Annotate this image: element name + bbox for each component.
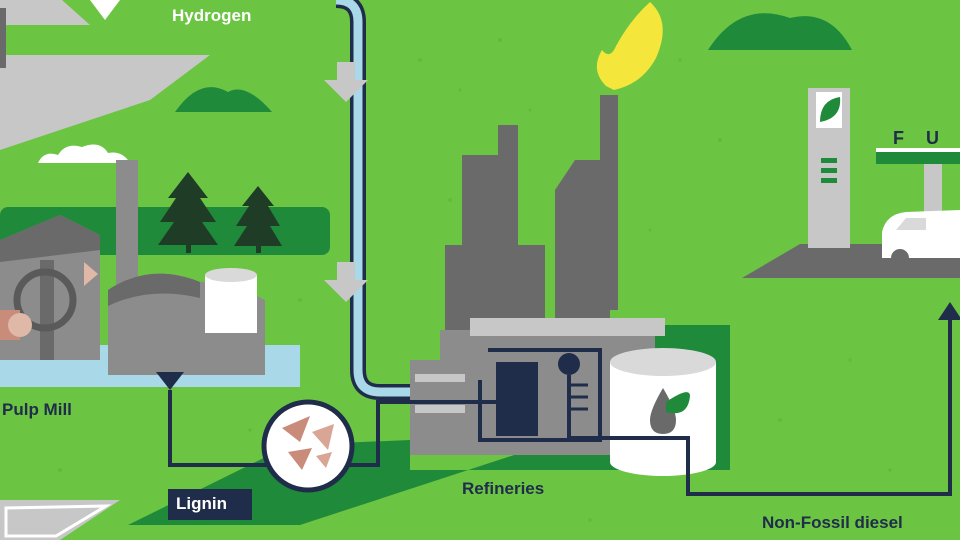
hill-left <box>175 87 272 112</box>
fuel-station <box>742 88 960 278</box>
refinery <box>410 2 665 455</box>
arrow-up-icon <box>938 302 960 320</box>
label-lignin: Lignin <box>176 494 227 513</box>
lignin-flow <box>156 372 500 493</box>
flame-icon <box>596 2 663 90</box>
leaf-drop-icon <box>650 388 676 434</box>
hill-right <box>708 13 852 50</box>
hydrogen-pipe <box>335 0 480 400</box>
ground-texture <box>58 38 892 522</box>
tree-icon <box>158 172 218 253</box>
mill-tank <box>205 275 257 333</box>
road-bottom-left <box>0 500 120 540</box>
arrow-down-icon <box>324 62 368 302</box>
label-refineries: Refineries <box>462 479 545 498</box>
road-top-left <box>0 0 210 150</box>
arrow-down-icon <box>156 372 184 390</box>
tree-icon <box>234 186 282 253</box>
pulp-mill <box>0 160 300 387</box>
leaf-icon <box>820 97 841 122</box>
label-non-fossil-diesel: Non-Fossil diesel <box>762 513 903 532</box>
car-icon <box>882 210 960 267</box>
label-pulp-mill: Pulp Mill <box>2 400 72 419</box>
diesel-tank <box>610 348 716 476</box>
refinery-grate <box>570 383 588 411</box>
station-sign-letter: F <box>893 128 904 148</box>
lignin-label-box <box>168 489 252 520</box>
diesel-flow <box>567 302 960 496</box>
label-hydrogen: Hydrogen <box>172 6 252 25</box>
lignin-chips-icon <box>261 399 355 493</box>
station-sign-letter: U <box>926 128 939 148</box>
cloud-icon <box>38 144 130 163</box>
